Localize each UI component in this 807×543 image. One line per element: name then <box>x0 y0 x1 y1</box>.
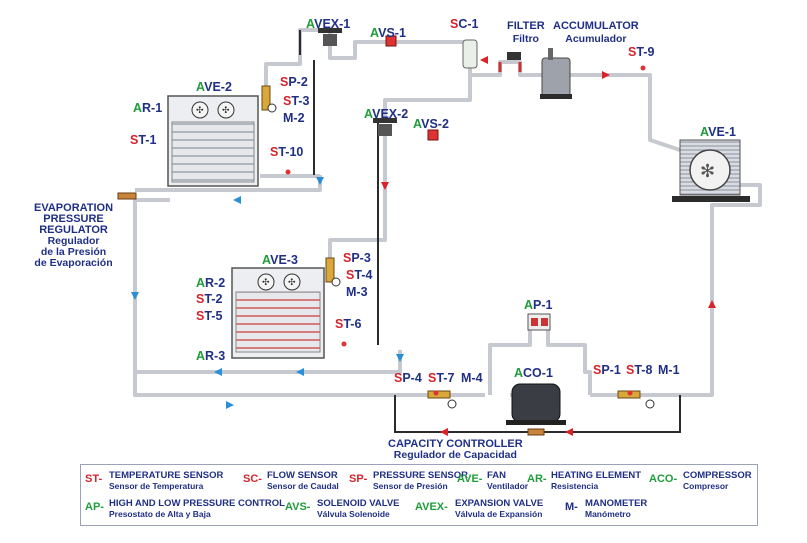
expansion-valve-1 <box>318 28 342 46</box>
label-sp4: SP-4 <box>394 371 422 385</box>
label-ave3: AVE-3 <box>262 253 298 267</box>
svg-text:✣: ✣ <box>196 105 204 115</box>
label-st10: ST-10 <box>270 145 304 159</box>
label-ar1: AR-1 <box>133 101 163 115</box>
filter <box>498 52 522 72</box>
capacity-controller <box>527 428 545 436</box>
manometer-m2 <box>267 103 277 113</box>
label-aco1: ACO-1 <box>514 366 553 380</box>
label-avex2: AVEX-2 <box>364 107 409 121</box>
label-st3: ST-3 <box>283 94 310 108</box>
pressure-sensor-sp2 <box>261 85 271 111</box>
accumulator <box>540 48 572 99</box>
label-avs1: AVS-1 <box>370 26 406 40</box>
label-st8: ST-8 <box>626 363 653 377</box>
label-m4: M-4 <box>461 371 483 385</box>
label-sp1: SP-1 <box>593 363 621 377</box>
label-capacity-controller: CAPACITY CONTROLLER Regulador de Capacid… <box>388 438 523 461</box>
flow-arrows-hot <box>381 56 716 436</box>
label-sc1: SC-1 <box>450 17 479 31</box>
evaporator-1: ✣ ✣ <box>167 95 259 187</box>
label-st1: ST-1 <box>130 133 157 147</box>
label-ar3: AR-3 <box>196 349 226 363</box>
temperature-sensor-dots <box>285 65 646 396</box>
liquid-lines <box>299 30 681 433</box>
label-ave1: AVE-1 <box>700 125 736 139</box>
pressostat-ap1 <box>527 313 551 331</box>
expansion-valve-2 <box>373 118 397 136</box>
manometer-m4 <box>447 399 457 409</box>
label-st6: ST-6 <box>335 317 362 331</box>
label-m1: M-1 <box>658 363 680 377</box>
label-avs2: AVS-2 <box>413 117 449 131</box>
flow-arrows-cold <box>131 177 404 409</box>
evaporator-2: ✣ ✣ <box>231 267 325 359</box>
svg-text:✣: ✣ <box>222 105 230 115</box>
manometer-m1 <box>645 399 655 409</box>
pressure-sensor-sp4 <box>427 390 451 399</box>
label-st5: ST-5 <box>196 309 223 323</box>
label-st4: ST-4 <box>346 268 373 282</box>
label-st7: ST-7 <box>428 371 455 385</box>
label-avex1: AVEX-1 <box>306 17 351 31</box>
label-ar2: AR-2 <box>196 276 226 290</box>
pressure-sensor-sp3 <box>325 257 335 283</box>
label-st2: ST-2 <box>196 292 223 306</box>
solenoid-valve-2 <box>427 129 439 141</box>
label-m3: M-3 <box>346 285 368 299</box>
svg-text:✻: ✻ <box>700 161 715 181</box>
condenser: ✻ <box>672 139 750 202</box>
label-sp2: SP-2 <box>280 75 308 89</box>
svg-text:✣: ✣ <box>288 277 296 287</box>
label-evaporation-pressure-regulator: EVAPORATION PRESSURE REGULATOR Regulador… <box>34 202 114 269</box>
solenoid-valve-1 <box>385 35 397 47</box>
svg-text:✣: ✣ <box>262 277 270 287</box>
compressor <box>506 383 566 425</box>
label-sp3: SP-3 <box>343 251 371 265</box>
label-ap1: AP-1 <box>524 298 553 312</box>
manometer-m3 <box>331 277 341 287</box>
label-st9: ST-9 <box>628 45 655 59</box>
flow-sensor-sc1 <box>462 39 478 69</box>
label-ave2: AVE-2 <box>196 80 232 94</box>
label-m2: M-2 <box>283 111 305 125</box>
evaporation-pressure-regulator <box>117 192 137 200</box>
